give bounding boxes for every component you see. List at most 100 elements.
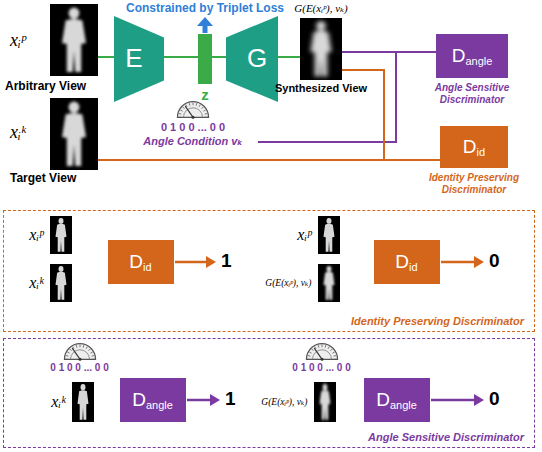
output-arrow xyxy=(441,261,476,264)
discriminator-box: DidIdentity Preserving Discriminator xyxy=(440,126,508,168)
latent-shape xyxy=(198,34,212,84)
output-arrow-head xyxy=(474,394,484,406)
silhouette-image xyxy=(300,18,342,80)
discriminator-label: Dangle xyxy=(120,378,186,422)
discriminator-symbol: D xyxy=(452,45,466,67)
node-text: G(E(xᵢᵖ), vₖ) xyxy=(294,2,347,15)
image-panel: G(E(xᵢᵖ), vₖ) xyxy=(314,382,336,422)
node-text: E xyxy=(114,44,154,74)
image-panel: G(E(xᵢᵖ), vₖ) xyxy=(318,264,340,302)
group-band: Angle Sensitive Discriminator 0 1 0 0 ...… xyxy=(3,338,535,448)
node-text: z xyxy=(201,86,209,103)
discriminator-subscript: angle xyxy=(390,399,417,411)
loss-note: Constrained by Triplet Loss xyxy=(126,2,284,16)
output-value: 0 xyxy=(489,250,500,272)
image-panel: xᵢᵏTarget View xyxy=(50,98,98,170)
image-panel: xᵢᵖArbitrary View xyxy=(50,4,98,76)
node-text: G xyxy=(236,44,278,74)
protractor-icon xyxy=(175,100,211,119)
discriminator-box: Dangle xyxy=(364,378,430,422)
silhouette-image xyxy=(50,98,98,170)
discriminator-box: Dangle xyxy=(120,378,186,422)
discriminator-subscript: id xyxy=(143,261,152,273)
node-text: Synthesized View xyxy=(275,82,367,95)
angle-condition: 0 1 0 0 ... 0 0 xyxy=(282,342,362,376)
discriminator-symbol: D xyxy=(129,251,143,273)
silhouette-image xyxy=(50,216,72,254)
network-block: G xyxy=(226,16,278,102)
discriminator-box: DangleAngle Sensitive Discriminator xyxy=(436,34,508,78)
protractor-icon xyxy=(62,342,98,361)
network-block: E xyxy=(114,16,164,102)
connector xyxy=(278,56,300,58)
node-text: xᵢᵏ xyxy=(10,122,26,143)
discriminator-symbol: D xyxy=(395,251,409,273)
discriminator-subscript: angle xyxy=(465,55,492,67)
node-text: Angle Sensitive Discriminator xyxy=(368,431,524,444)
discriminator-subscript: id xyxy=(477,146,486,158)
angle-condition: 0 1 0 0 ... 0 0Angle Condition vₖ xyxy=(128,100,258,150)
output-value: 1 xyxy=(225,388,236,410)
group-band: Identity Preserving Discriminator xᵢᵖ xᵢᵏ D… xyxy=(3,210,535,332)
node-text: Identity Preserving Discriminator xyxy=(351,315,524,328)
image-panel: xᵢᵖ xyxy=(318,216,340,254)
discriminator-label: Did xyxy=(108,240,174,284)
node-text: xᵢᵖ xyxy=(297,225,311,243)
discriminator-symbol: D xyxy=(463,136,477,158)
silhouette-image xyxy=(50,4,98,76)
node-text: Identity Preserving Discriminator xyxy=(414,172,534,195)
node-text: Angle Condition vₖ xyxy=(143,135,242,148)
connector xyxy=(212,56,226,58)
output-arrow xyxy=(431,399,476,402)
discriminator-symbol: D xyxy=(132,389,146,411)
node-text: G(E(xᵢᵖ), vₖ) xyxy=(265,277,311,288)
output-value: 0 xyxy=(489,388,500,410)
discriminator-label: Dangle xyxy=(436,34,508,78)
discriminator-label: Did xyxy=(440,126,508,168)
silhouette-image xyxy=(72,382,94,422)
node-text: xᵢᵏ xyxy=(29,273,43,291)
discriminator-subscript: angle xyxy=(146,399,173,411)
connector xyxy=(98,159,440,161)
discriminator-box: Did xyxy=(108,240,174,284)
node-text: 0 1 0 0 ... 0 0 xyxy=(292,362,350,374)
node-text: Target View xyxy=(10,172,76,186)
node-text: xᵢᵖ xyxy=(10,30,26,51)
angle-condition: 0 1 0 0 ... 0 0 xyxy=(40,342,120,376)
node-text: 0 1 0 0 ... 0 0 xyxy=(50,362,108,374)
output-arrow-head xyxy=(210,394,220,406)
node-text: xᵢᵖ xyxy=(29,225,43,243)
discriminator-symbol: D xyxy=(376,389,390,411)
discriminator-subscript: id xyxy=(409,261,418,273)
connector xyxy=(98,56,114,58)
image-panel: xᵢᵏ xyxy=(50,264,72,302)
output-arrow xyxy=(175,261,208,264)
protractor-icon xyxy=(304,342,340,361)
silhouette-image xyxy=(318,264,340,302)
image-panel: G(E(xᵢᵖ), vₖ)Synthesized View xyxy=(300,18,342,80)
node-text: xᵢᵏ xyxy=(51,392,65,410)
node-text: Angle Sensitive Discriminator xyxy=(407,82,537,105)
discriminator-label: Dangle xyxy=(364,378,430,422)
discriminator-box: Did xyxy=(374,240,440,284)
node-text: G(E(xᵢᵖ), vₖ) xyxy=(261,396,307,407)
output-arrow-head xyxy=(206,256,216,268)
output-arrow xyxy=(187,399,212,402)
connector xyxy=(164,56,198,58)
silhouette-image xyxy=(318,216,340,254)
image-panel: xᵢᵏ xyxy=(72,382,94,422)
triplet-arrow-head xyxy=(197,17,213,26)
silhouette-image xyxy=(314,382,336,422)
connector xyxy=(258,52,436,142)
node-text: Arbitrary View xyxy=(5,80,86,94)
image-panel: xᵢᵖ xyxy=(50,216,72,254)
triplet-arrow-shaft xyxy=(203,25,208,33)
latent-bar: z xyxy=(198,34,212,84)
discriminator-label: Did xyxy=(374,240,440,284)
output-arrow-head xyxy=(474,256,484,268)
node-text: 0 1 0 0 ... 0 0 xyxy=(161,121,225,134)
silhouette-image xyxy=(50,264,72,302)
output-value: 1 xyxy=(221,250,232,272)
